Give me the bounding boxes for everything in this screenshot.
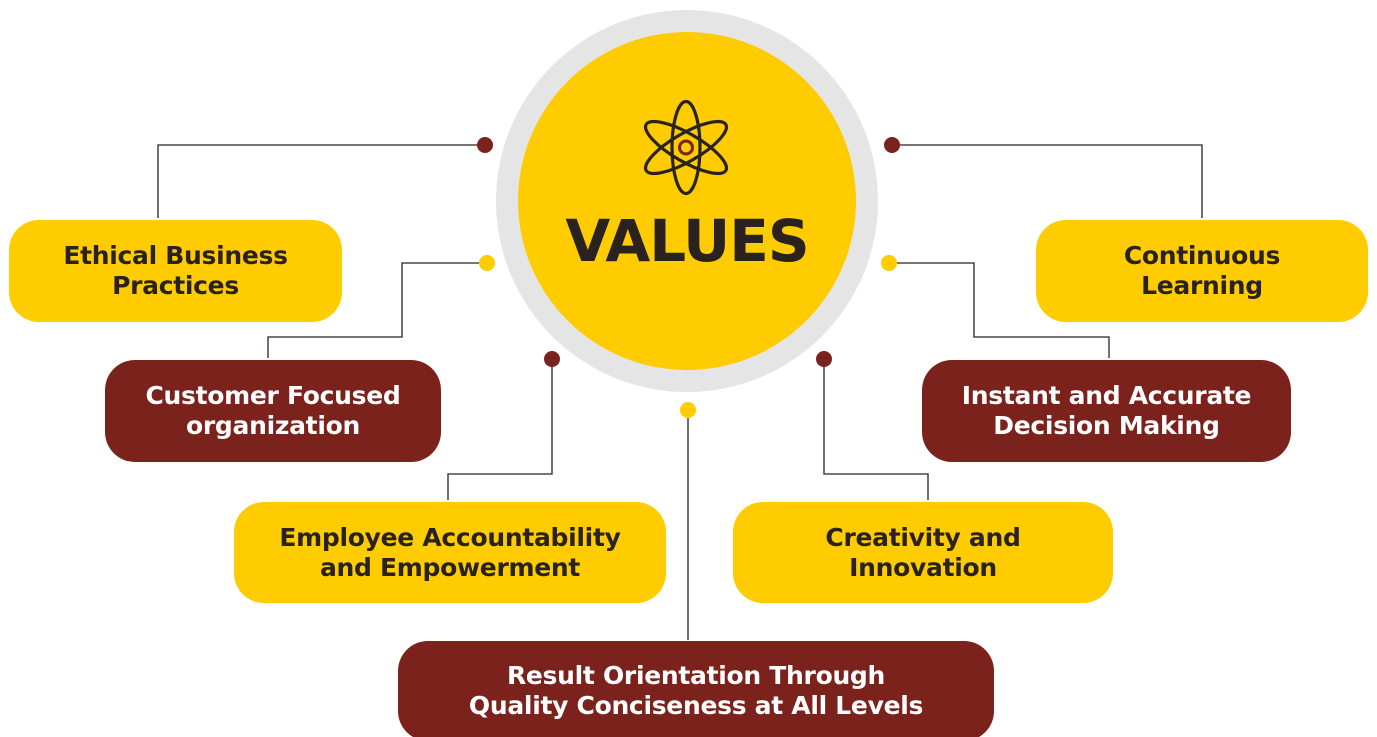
dot-continuous-learning	[884, 137, 900, 153]
dot-ethical-business-practices	[477, 137, 493, 153]
connector-employee-accountability	[447, 359, 553, 500]
connector-customer-focused-organization	[267, 262, 487, 358]
dot-result-orientation	[680, 402, 696, 418]
center-circle	[518, 32, 856, 370]
value-instant-accurate-decision: Instant and Accurate Decision Making	[922, 360, 1291, 462]
center-title: VALUES	[565, 207, 809, 275]
dot-customer-focused-organization	[479, 255, 495, 271]
connector-instant-accurate-decision	[889, 262, 1110, 358]
dot-instant-accurate-decision	[881, 255, 897, 271]
value-employee-accountability: Employee Accountability and Empowerment	[234, 502, 666, 603]
connector-creativity-innovation	[823, 359, 929, 500]
value-customer-focused-organization: Customer Focused organization	[105, 360, 441, 462]
connector-ethical-business-practices	[157, 144, 485, 218]
atom-icon	[643, 99, 729, 196]
dot-creativity-innovation	[816, 351, 832, 367]
value-ethical-business-practices: Ethical Business Practices	[9, 220, 342, 322]
value-creativity-innovation: Creativity and Innovation	[733, 502, 1113, 603]
dot-employee-accountability	[544, 351, 560, 367]
value-continuous-learning: Continuous Learning	[1036, 220, 1368, 322]
connector-continuous-learning	[892, 144, 1203, 218]
value-result-orientation: Result Orientation Through Quality Conci…	[398, 641, 994, 737]
